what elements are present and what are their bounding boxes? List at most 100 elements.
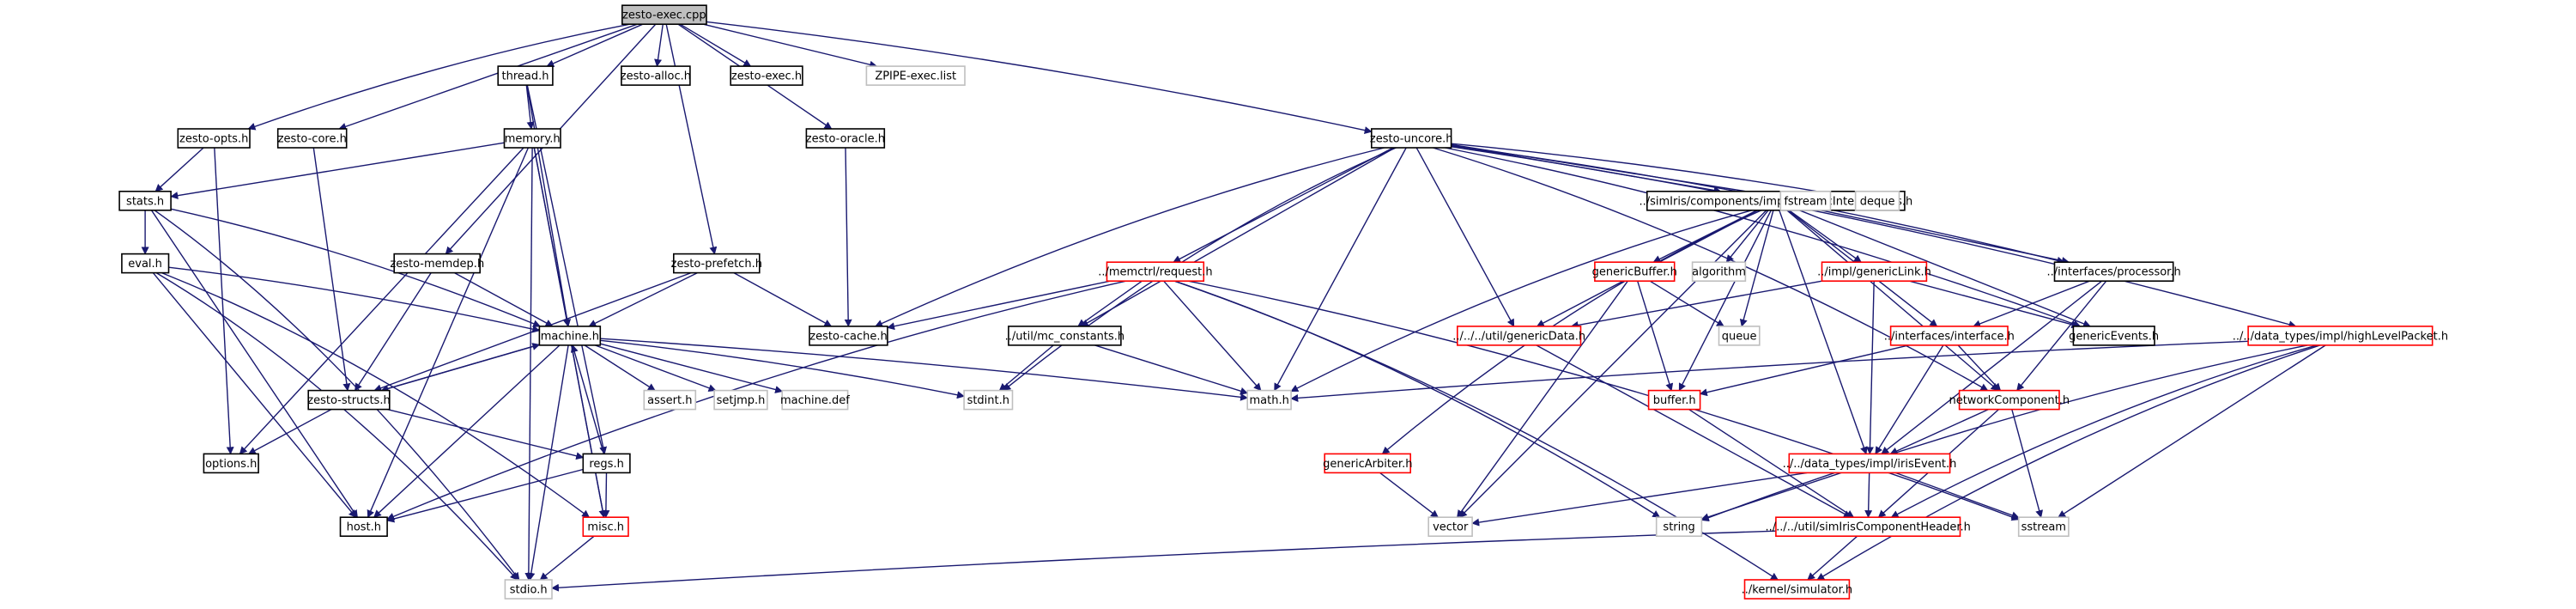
include-edge [665,24,718,255]
include-edge [1080,147,1396,327]
header-node-generic-arbiter-h[interactable]: genericArbiter.h [1323,453,1412,474]
include-edge [539,535,595,581]
include-edge [600,339,965,399]
node-label: setjmp.h [717,394,766,407]
header-node-interfaces-interface-h[interactable]: ../interfaces/interface.h [1884,326,2015,346]
header-node-buffer-h[interactable]: buffer.h [1647,389,1701,411]
include-edge [1003,147,1397,392]
node-box [1821,261,1928,283]
node-label: ../memctrl/request.h [1098,266,1212,279]
header-node-util-generic-data-h[interactable]: ../../../util/genericData.h [1452,326,1585,346]
node-label: ../../../util/simIrisComponentHeader.h [1765,521,1970,534]
node-label: machine.h [541,330,599,343]
node-label: ../kernel/simulator.h [1742,584,1853,597]
include-edge [570,344,605,454]
node-box [1958,389,2060,411]
node-box [307,389,391,411]
header-node-sim-iris-component-header-h[interactable]: ../../../util/simIrisComponentHeader.h [1765,516,1971,538]
header-node-zesto-exec-h[interactable]: zesto-exec.h [730,65,803,86]
header-node-eval-h[interactable]: eval.h [121,253,170,274]
node-box [1427,516,1473,538]
header-node-zesto-exec-cpp[interactable]: zesto-exec.cpp [621,4,707,25]
node-box [781,389,849,411]
node-box [713,389,768,411]
node-label: ../util/mc_constants.h [1005,330,1125,343]
header-node-zesto-alloc-h[interactable]: zesto-alloc.h [621,65,691,86]
include-edge [1799,210,2091,328]
header-node-zesto-cache-h[interactable]: zesto-cache.h [809,326,888,346]
include-edge [875,147,1385,327]
header-node-zesto-memdep-h[interactable]: zesto-memdep.h [390,253,484,274]
header-node-kernel-simulator-h[interactable]: ../kernel/simulator.h [1742,579,1853,600]
include-edge [168,266,541,333]
header-node-zpipe-exec-list: ZPIPE-exec.list [865,65,966,86]
header-node-generic-interface-vcs-h[interactable]: ../simIris/components/impl/genericInterf… [1639,191,1912,211]
include-edge [1957,344,2002,392]
header-node-stdio-h: stdio.h [504,579,553,600]
header-node-machine-h[interactable]: machine.h [538,326,602,346]
header-node-regs-h[interactable]: regs.h [582,453,631,474]
include-edge [1415,147,1515,327]
node-label: sstream [2021,521,2066,534]
header-node-zesto-oracle-h[interactable]: zesto-oracle.h [805,128,886,149]
header-node-zesto-opts-h[interactable]: zesto-opts.h [177,128,251,149]
header-node-impl-generic-link-h[interactable]: ../impl/genericLink.h [1817,261,1931,283]
include-edge [150,210,358,518]
include-edge [155,271,518,581]
include-edge [312,147,351,392]
header-node-zesto-structs-h[interactable]: zesto-structs.h [307,389,391,411]
include-edge [1570,280,1822,329]
node-label: zesto-uncore.h [1370,133,1453,146]
node-box [339,516,388,538]
include-edge [546,23,644,67]
node-box [621,65,691,86]
include-edge [703,23,878,69]
header-node-util-mc-constants-h[interactable]: ../util/mc_constants.h [1005,326,1125,346]
include-edge [214,147,234,455]
header-node-network-component-h[interactable]: networkComponent.h [1949,389,2070,411]
include-edge [2011,409,2044,519]
header-node-memory-h[interactable]: memory.h [503,128,561,149]
header-node-misc-h[interactable]: misc.h [582,516,629,538]
header-node-algorithm: algorithm [1691,261,1747,283]
header-node-stats-h[interactable]: stats.h [118,191,172,211]
header-node-generic-buffer-h[interactable]: genericBuffer.h [1592,261,1677,283]
node-box [1106,261,1205,283]
header-node-memctrl-request-h[interactable]: ../memctrl/request.h [1098,261,1213,283]
include-edge [171,208,542,327]
include-edge [600,343,784,393]
header-node-host-h[interactable]: host.h [339,516,388,538]
header-node-options-h[interactable]: options.h [203,453,259,474]
node-box [1324,453,1411,474]
node-label: ../../data_types/impl/irisEvent.h [1783,458,1957,471]
header-node-thread-h[interactable]: thread.h [497,65,554,86]
header-node-zesto-core-h[interactable]: zesto-core.h [276,128,348,149]
node-label: ../../../util/genericData.h [1452,330,1585,343]
header-node-generic-events-h[interactable]: genericEvents.h [2069,326,2159,346]
header-node-interfaces-processor-h[interactable]: ../interfaces/processor.h [2046,261,2181,283]
header-node-string: string [1655,516,1703,538]
include-edge [1875,344,1944,455]
header-node-iris-event-h[interactable]: ../../data_types/impl/irisEvent.h [1783,453,1957,474]
node-label: zesto-structs.h [307,394,390,407]
node-box [177,128,251,149]
include-edge [170,142,505,200]
include-edge [1821,210,2070,265]
node-label: algorithm [1692,266,1746,279]
node-label: stdio.h [510,584,548,597]
node-label: deque [1860,195,1895,208]
include-edge [1652,210,1758,263]
header-node-setjmp-h: setjmp.h [713,389,768,411]
include-edge [571,344,607,519]
node-box [1779,191,1832,211]
header-node-high-level-packet-h[interactable]: ../../data_types/impl/highLevelPacket.h [2233,326,2448,346]
header-node-zesto-prefetch-h[interactable]: zesto-prefetch.h [671,253,762,274]
dependency-edges [141,21,2326,592]
node-box [1594,261,1676,283]
include-edge [1865,281,1875,455]
header-node-zesto-uncore-h[interactable]: zesto-uncore.h [1370,128,1453,149]
node-box [393,253,482,274]
include-edge [1163,280,1262,392]
include-edge [1381,210,1762,454]
